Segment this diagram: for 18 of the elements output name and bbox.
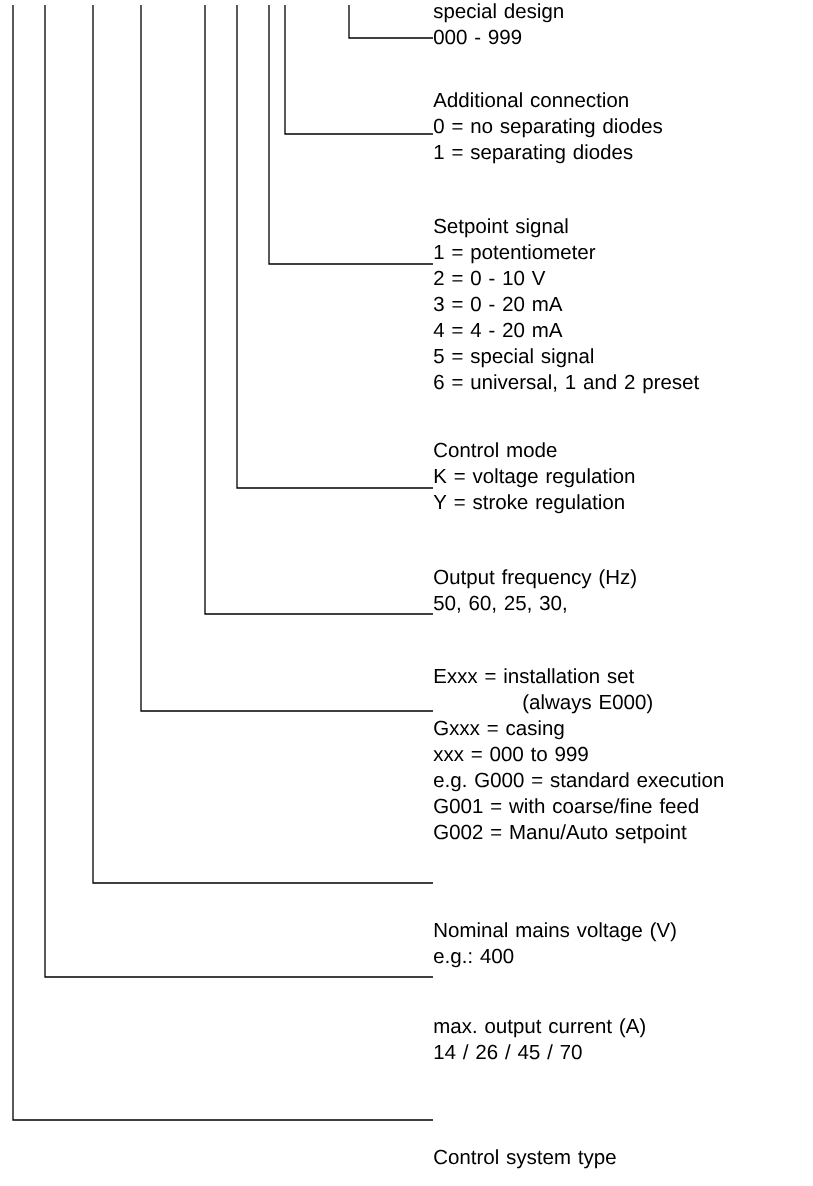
- code-description: max. output current (A) 14 / 26 / 45 / 70: [434, 1018, 645, 1060]
- leader-line: [140, 4, 434, 712]
- leader-line: [204, 4, 434, 615]
- leader-line: [268, 4, 434, 265]
- code-description: special design 000 - 999: [433, 3, 563, 45]
- code-description: Control mode K = voltage regulation Y = stroke regulation: [433, 442, 635, 514]
- code-description: Nominal mains voltage (V) e.g.: 400: [434, 922, 676, 968]
- leader-line: [92, 4, 434, 884]
- code-description: Exxx = installation set (always E000) Gxxx = casing xxx = 000 to 999 e.g. G000 = standard execution G001 = with coarse/fine feed G002 = Manu/Auto setpoint: [433, 668, 723, 844]
- leader-line: [236, 4, 434, 489]
- code-description: Setpoint signal 1 = potentiometer 2 = 0 - 10 V 3 = 0 - 20 mA 4 = 4 - 20 mA 5 = special signal 6 = universal, 1 and 2 preset: [433, 218, 700, 394]
- leader-line: [348, 4, 434, 39]
- leader-line: [12, 4, 434, 1121]
- code-description: Control system type: [434, 1149, 616, 1169]
- code-description: Output frequency (Hz) 50, 60, 25, 30,: [434, 569, 636, 613]
- code-description: Additional connection 0 = no separating diodes 1 = separating diodes: [433, 92, 663, 164]
- leader-line: [44, 4, 434, 978]
- leader-line: [284, 4, 434, 135]
